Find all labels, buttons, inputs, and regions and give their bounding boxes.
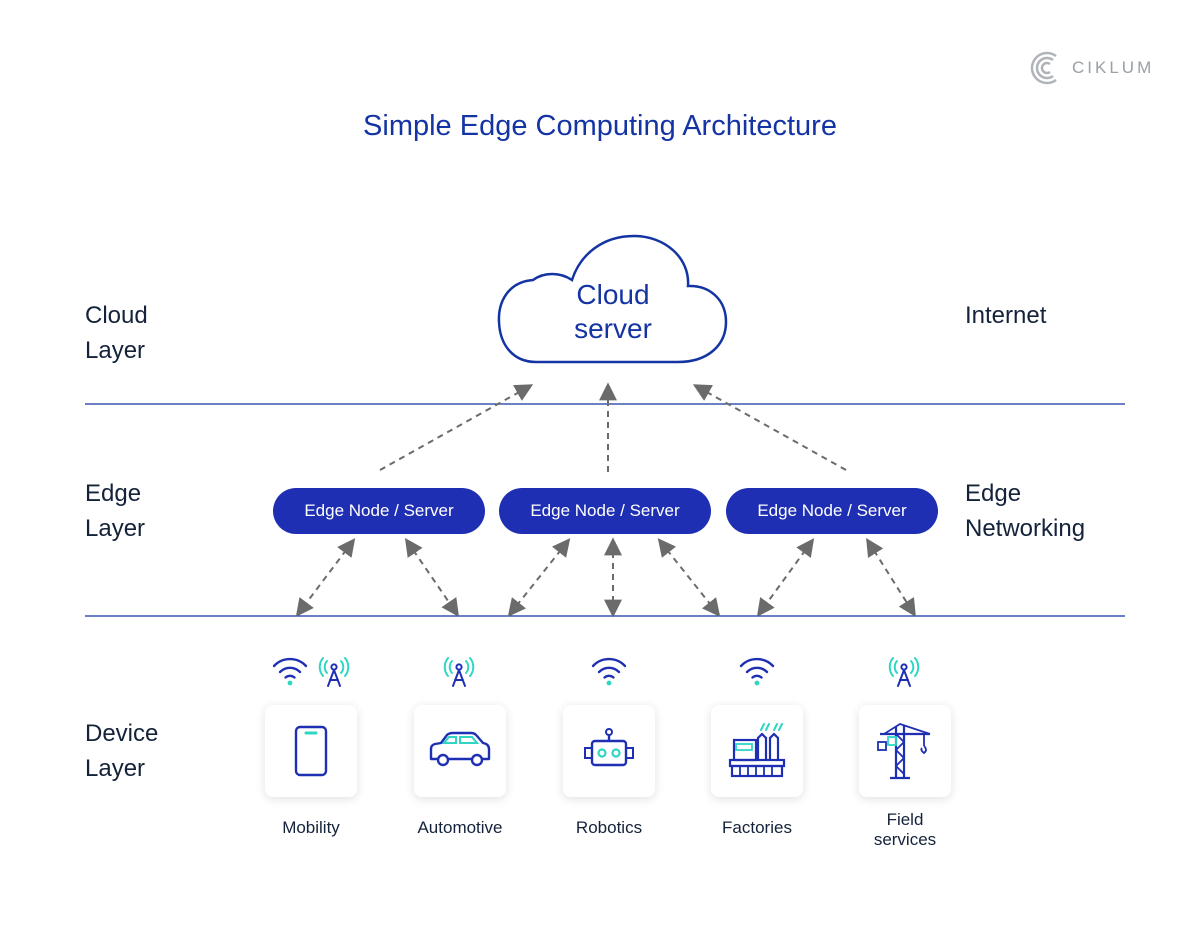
cloud-layer-label: Cloud Layer: [85, 298, 148, 368]
logo-text: CIKLUM: [1072, 58, 1155, 77]
device-layer-label-line2: Layer: [85, 755, 146, 782]
edge-node-3: Edge Node / Server: [726, 488, 938, 534]
edge-layer-label: Edge Layer: [85, 476, 145, 546]
cloud-layer-label-line1: Cloud: [85, 302, 148, 329]
wifi-icon: [591, 657, 627, 686]
factory-icon: [728, 723, 786, 778]
cell-tower-icon: [888, 657, 920, 687]
wifi-icon: [272, 657, 308, 686]
device-layer-label-line1: Device: [85, 720, 159, 747]
cloud-shape: [497, 234, 728, 364]
ciklum-logo: CIKLUM: [1028, 50, 1154, 86]
device-layer-label: Device Layer: [85, 716, 158, 786]
edge1-device-link-2: [404, 538, 460, 617]
cell-tower-icon: [318, 657, 350, 687]
cloud-server-label-line1: Cloud: [576, 279, 650, 310]
device-label-field-services-line1: Field: [886, 810, 924, 829]
edge-networking-label-line2: Networking: [965, 515, 1086, 542]
edge3-device-link-2: [866, 537, 916, 618]
smartphone-icon: [294, 725, 328, 777]
cell-tower-icon: [443, 657, 475, 687]
edge2-device-link-1: [507, 538, 571, 617]
diagram-title: Simple Edge Computing Architecture: [363, 110, 837, 142]
cloud-server-label-line2: server: [574, 313, 652, 344]
internet-label: Internet: [965, 302, 1047, 329]
edge-layer-label-line2: Layer: [85, 515, 146, 542]
device-label-factories: Factories: [722, 818, 792, 837]
device-label-field-services: Field services: [840, 810, 970, 850]
device-card-factories: [711, 705, 803, 797]
device-label-mobility: Mobility: [282, 818, 340, 837]
ciklum-logo-icon: [1030, 51, 1057, 85]
edge-networking-label-line1: Edge: [965, 480, 1022, 507]
device-card-robotics: [563, 705, 655, 797]
device-card-mobility: [265, 705, 357, 797]
device-label-automotive: Automotive: [417, 818, 503, 837]
device-card-field-services: [859, 705, 951, 797]
edge2-device-link-3: [657, 538, 721, 617]
device-label-robotics: Robotics: [575, 818, 643, 837]
edge-node-2: Edge Node / Server: [499, 488, 711, 534]
cloud-layer-label-line2: Layer: [85, 337, 146, 364]
edge-node-1: Edge Node / Server: [273, 488, 485, 534]
wifi-icon: [739, 657, 775, 686]
edge-layer-label-line1: Edge: [85, 480, 142, 507]
crane-icon: [877, 723, 931, 780]
device-label-field-services-line2: services: [873, 830, 937, 849]
edge-networking-label: Edge Networking: [965, 476, 1085, 546]
car-icon: [429, 731, 491, 767]
edge3-device-link-1: [756, 538, 815, 617]
edge1-device-link-1: [295, 538, 356, 617]
edge-to-cloud-arrow-1: [379, 384, 534, 471]
edge-to-cloud-arrow-3: [692, 384, 847, 471]
device-card-automotive: [414, 705, 506, 797]
cloud-server-label: Cloud server: [540, 278, 686, 346]
robot-icon: [584, 728, 634, 767]
